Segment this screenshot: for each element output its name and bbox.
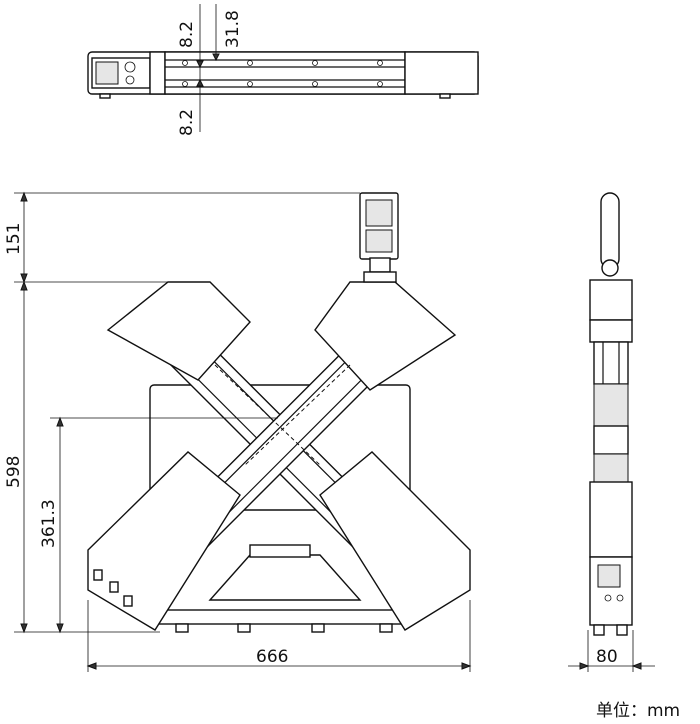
front-view [14, 191, 472, 672]
dim-top-thickness: 31.8 [223, 10, 243, 48]
dim-height-total: 598 [4, 456, 24, 488]
unit-label: 单位：mm [596, 701, 680, 721]
dim-top-gap-upper: 8.2 [177, 21, 197, 48]
dim-width-total: 666 [256, 647, 288, 667]
side-view [568, 192, 655, 672]
dim-height-center: 361.3 [39, 499, 59, 548]
dim-width-side: 80 [596, 647, 618, 667]
dim-top-gap-lower: 8.2 [177, 109, 197, 136]
top-view [87, 4, 479, 132]
dim-height-controller: 151 [4, 223, 24, 255]
